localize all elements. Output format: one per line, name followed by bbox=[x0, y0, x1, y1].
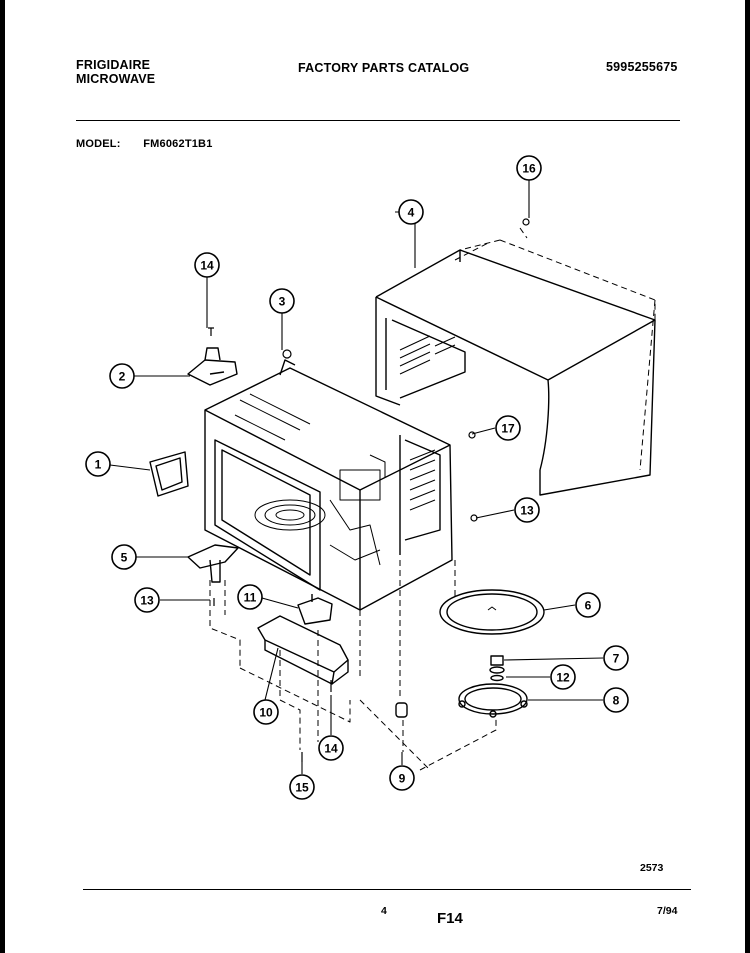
catalog-number: 5995255675 bbox=[606, 60, 678, 74]
brand-block: FRIGIDAIRE MICROWAVE bbox=[76, 58, 155, 86]
callout-9: 9 bbox=[389, 765, 415, 791]
callouts: 16 4 14 3 2 17 1 13 5 11 13 6 7 12 8 10 … bbox=[85, 155, 629, 800]
cabinet-projection-lines bbox=[454, 227, 656, 471]
svg-text:1: 1 bbox=[95, 458, 102, 472]
model-line: MODEL: FM6062T1B1 bbox=[76, 137, 213, 151]
svg-text:13: 13 bbox=[520, 504, 534, 518]
svg-text:14: 14 bbox=[200, 259, 214, 273]
svg-text:11: 11 bbox=[244, 591, 257, 605]
brand-name: FRIGIDAIRE bbox=[76, 58, 151, 72]
callout-1: 1 bbox=[85, 451, 111, 477]
svg-text:13: 13 bbox=[140, 594, 154, 608]
callout-15: 15 bbox=[289, 774, 315, 800]
svg-text:7: 7 bbox=[613, 652, 620, 666]
svg-text:17: 17 bbox=[501, 422, 515, 436]
outer-cabinet bbox=[375, 249, 656, 496]
callout-14-top: 14 bbox=[194, 252, 220, 278]
leader-lines bbox=[109, 180, 604, 774]
svg-text:6: 6 bbox=[585, 599, 592, 613]
svg-text:14: 14 bbox=[324, 742, 338, 756]
callout-12: 12 bbox=[550, 664, 576, 690]
model-number: FM6062T1B1 bbox=[143, 138, 213, 150]
callout-7: 7 bbox=[603, 645, 629, 671]
callout-13-left: 13 bbox=[134, 587, 160, 613]
callout-14-bottom: 14 bbox=[318, 735, 344, 761]
callout-11: 11 bbox=[237, 584, 263, 610]
foot bbox=[395, 702, 408, 718]
svg-text:9: 9 bbox=[399, 772, 406, 786]
door-seal bbox=[149, 451, 189, 497]
header-rule bbox=[76, 120, 680, 121]
drawing-code: 2573 bbox=[640, 862, 664, 874]
turntable-motor bbox=[297, 594, 333, 625]
footer-rule bbox=[83, 889, 691, 890]
turntable-glass bbox=[439, 589, 545, 635]
callout-8: 8 bbox=[603, 687, 629, 713]
callout-4: 4 bbox=[398, 199, 424, 225]
page-number: 4 bbox=[381, 905, 387, 917]
catalog-title: FACTORY PARTS CATALOG bbox=[298, 61, 470, 75]
svg-text:10: 10 bbox=[259, 706, 273, 720]
oven-chassis bbox=[204, 359, 453, 611]
svg-text:3: 3 bbox=[279, 295, 286, 309]
svg-text:4: 4 bbox=[408, 206, 415, 220]
revision-date: 7/94 bbox=[657, 905, 678, 917]
top-hinge bbox=[187, 347, 238, 386]
svg-text:2: 2 bbox=[119, 370, 126, 384]
svg-text:5: 5 bbox=[121, 551, 128, 565]
callout-2: 2 bbox=[109, 363, 135, 389]
callout-6: 6 bbox=[575, 592, 601, 618]
roller-ring bbox=[458, 683, 528, 718]
callout-17: 17 bbox=[495, 415, 521, 441]
bottom-tray bbox=[257, 615, 349, 685]
coupler bbox=[489, 655, 505, 682]
svg-text:16: 16 bbox=[522, 162, 536, 176]
callout-10: 10 bbox=[253, 699, 279, 725]
svg-text:12: 12 bbox=[556, 671, 570, 685]
screws bbox=[208, 218, 530, 762]
callout-3: 3 bbox=[269, 288, 295, 314]
callout-5: 5 bbox=[111, 544, 137, 570]
svg-text:15: 15 bbox=[295, 781, 309, 795]
svg-text:8: 8 bbox=[613, 694, 620, 708]
model-label: MODEL: bbox=[76, 138, 121, 150]
bottom-hinge bbox=[187, 544, 239, 583]
callout-16: 16 bbox=[516, 155, 542, 181]
product-type: MICROWAVE bbox=[76, 72, 156, 86]
parts-projection-lines bbox=[209, 560, 497, 771]
figure-number: F14 bbox=[437, 910, 463, 927]
callout-13-right: 13 bbox=[514, 497, 540, 523]
